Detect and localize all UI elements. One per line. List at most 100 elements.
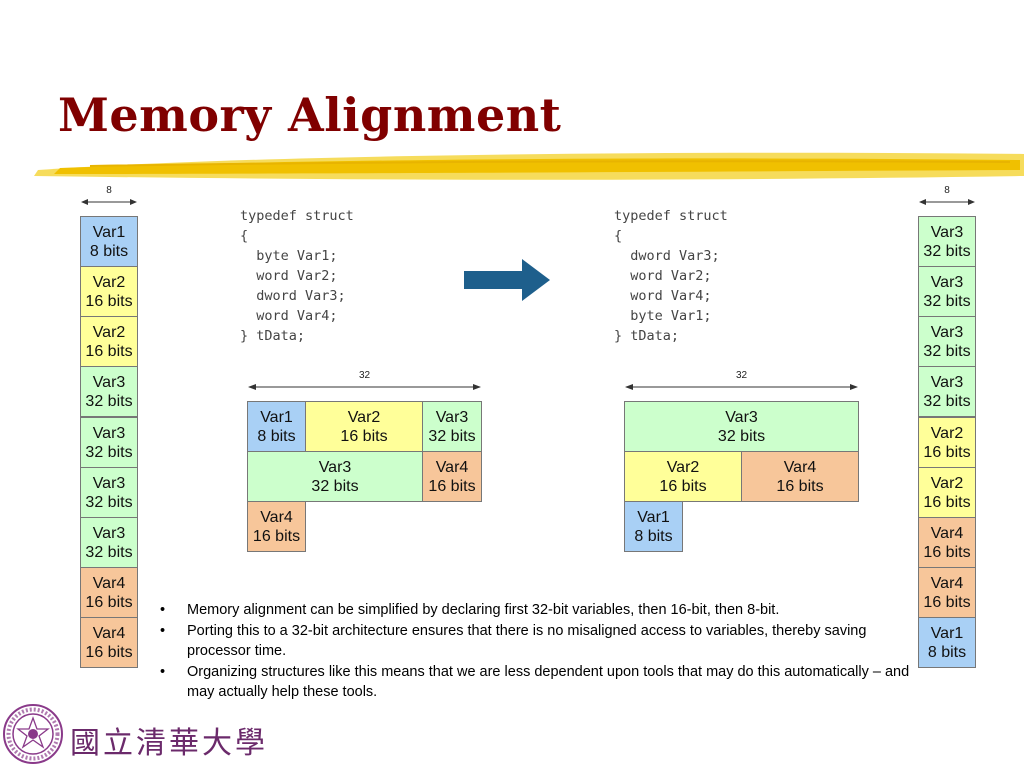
cell-name: Var2 bbox=[930, 474, 964, 492]
cell-size: 8 bits bbox=[634, 527, 673, 545]
layout-after-width-dimension: 32 bbox=[624, 370, 859, 392]
cell-name: Var2 bbox=[92, 323, 126, 341]
cell-name: Var4 bbox=[783, 458, 817, 476]
cell-name: Var3 bbox=[318, 458, 352, 476]
width-label: 32 bbox=[358, 370, 371, 381]
code-line: dword Var3; bbox=[240, 288, 346, 304]
width-label: 32 bbox=[735, 370, 748, 381]
bullet-item: Porting this to a 32-bit architecture en… bbox=[160, 621, 910, 662]
struct-code-after: typedef struct { dword Var3; word Var2; … bbox=[614, 206, 728, 346]
cell-size: 32 bits bbox=[311, 477, 359, 495]
code-line: byte Var1; bbox=[240, 248, 338, 264]
cell-size: 16 bits bbox=[923, 593, 971, 611]
cell-size: 32 bits bbox=[85, 493, 133, 511]
width-label: 8 bbox=[106, 185, 112, 196]
cell-name: Var4 bbox=[92, 574, 126, 592]
cell-name: Var3 bbox=[725, 408, 758, 426]
cell-name: Var3 bbox=[92, 424, 126, 442]
cell-size: 16 bits bbox=[659, 477, 707, 495]
code-line: word Var4; bbox=[240, 308, 338, 324]
cell-name: Var3 bbox=[930, 223, 964, 241]
code-line: word Var4; bbox=[614, 288, 712, 304]
cell-name: Var3 bbox=[930, 323, 964, 341]
cell-size: 16 bits bbox=[85, 593, 133, 611]
cell-size: 32 bits bbox=[923, 242, 971, 260]
code-line: { bbox=[614, 228, 623, 244]
code-line: typedef struct bbox=[614, 208, 728, 224]
bullet-item: Memory alignment can be simplified by de… bbox=[160, 600, 910, 621]
dimension-arrow-icon bbox=[248, 384, 481, 390]
width-label: 8 bbox=[944, 185, 950, 196]
cell-name: Var1 bbox=[637, 508, 670, 526]
dimension-arrow-icon bbox=[81, 199, 137, 205]
cell-size: 32 bits bbox=[85, 443, 133, 461]
cell-name: Var1 bbox=[930, 624, 964, 642]
cell-size: 8 bits bbox=[927, 643, 967, 661]
struct-code-before: typedef struct { byte Var1; word Var2; d… bbox=[240, 206, 354, 346]
cell-size: 32 bits bbox=[428, 427, 476, 445]
cell-size: 8 bits bbox=[89, 242, 129, 260]
cell-size: 16 bits bbox=[923, 493, 971, 511]
cell-name: Var1 bbox=[92, 223, 126, 241]
cell-size: 16 bits bbox=[85, 342, 133, 360]
code-line: dword Var3; bbox=[614, 248, 720, 264]
layout-before-width-dimension: 32 bbox=[247, 370, 482, 392]
code-line: word Var2; bbox=[614, 268, 712, 284]
bullet-item: Organizing structures like this means th… bbox=[160, 662, 910, 703]
dimension-arrow-icon bbox=[919, 199, 975, 205]
cell-name: Var4 bbox=[435, 458, 469, 476]
code-line: { bbox=[240, 228, 249, 244]
cell-name: Var1 bbox=[260, 408, 293, 426]
university-seal-icon bbox=[3, 704, 63, 764]
cell-name: Var4 bbox=[930, 574, 964, 592]
bullet-list: Memory alignment can be simplified by de… bbox=[160, 600, 910, 703]
right-arrow-icon bbox=[464, 259, 550, 301]
cell-name: Var2 bbox=[666, 458, 700, 476]
cell-size: 16 bits bbox=[923, 443, 971, 461]
code-line: byte Var1; bbox=[614, 308, 712, 324]
cell-name: Var2 bbox=[347, 408, 381, 426]
cell-size: 16 bits bbox=[340, 427, 388, 445]
left-column-width-dimension: 8 bbox=[80, 185, 138, 207]
cell-name: Var3 bbox=[92, 524, 126, 542]
cell-size: 16 bits bbox=[776, 477, 824, 495]
cell-size: 16 bits bbox=[252, 527, 301, 545]
cell-size: 32 bits bbox=[923, 342, 971, 360]
right-column-width-dimension: 8 bbox=[918, 185, 976, 207]
cell-name: Var3 bbox=[930, 273, 964, 291]
code-line: } tData; bbox=[614, 328, 680, 344]
cell-name: Var3 bbox=[930, 373, 964, 391]
code-line: word Var2; bbox=[240, 268, 338, 284]
cell-size: 32 bits bbox=[85, 392, 133, 410]
cell-name: Var4 bbox=[260, 508, 293, 526]
code-line: typedef struct bbox=[240, 208, 354, 224]
cell-name: Var4 bbox=[930, 524, 964, 542]
cell-name: Var3 bbox=[92, 373, 126, 391]
cell-size: 32 bits bbox=[85, 543, 133, 561]
cell-size: 8 bits bbox=[257, 427, 296, 445]
